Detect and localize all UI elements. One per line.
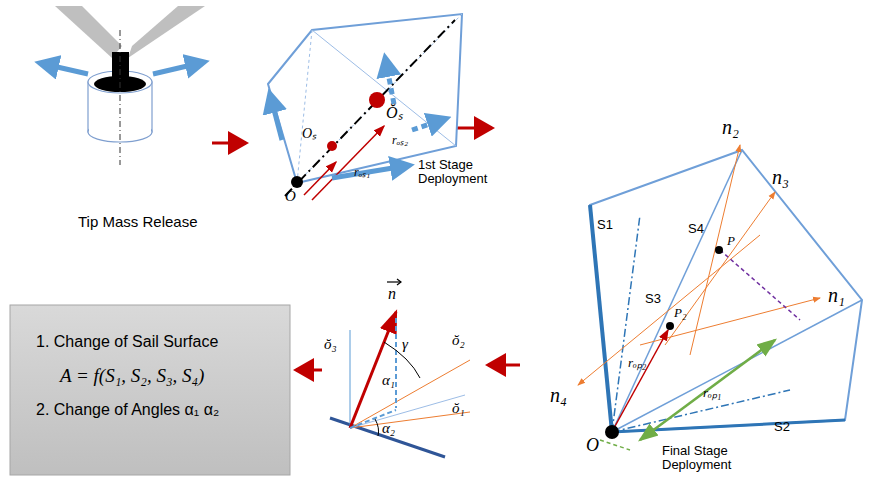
angle-label: α₁: [382, 372, 395, 389]
point-label: Oₛ: [302, 126, 316, 141]
point-label: Ŏₛ: [386, 104, 403, 122]
axis-label: ŏ₂: [452, 332, 465, 349]
surface-label: S4: [688, 222, 704, 236]
summary-box: 1. Change of Sail Surface A = f(S₁, S₂, S…: [10, 305, 290, 475]
point-label: P: [727, 234, 735, 248]
caption-label: Tip Mass Release: [78, 214, 198, 231]
axis-label: ŏ₃: [324, 336, 337, 353]
point-label: O: [586, 436, 599, 456]
dimension-label: rₒₛ₁: [354, 166, 370, 179]
angle-label: γ: [402, 336, 408, 353]
vector-label: n: [388, 285, 396, 303]
normal-label: n₂: [722, 116, 739, 138]
caption-label: 1st Stage Deployment: [418, 158, 492, 187]
normal-label: n₄: [550, 384, 567, 406]
dimension-label: rₒₛ₂: [392, 134, 408, 147]
formula-text: A = f(S₁, S₂, S₃, S₄): [60, 365, 204, 387]
angle-label: α₂: [382, 420, 395, 437]
point-label: P₂: [674, 306, 686, 320]
axis-label: ŏ₁: [452, 400, 465, 417]
dimension-label: rₒₚ₁: [703, 386, 721, 400]
normal-label: n₃: [772, 166, 789, 188]
surface-label: S2: [774, 420, 790, 434]
summary-text: 1. Change of Sail Surface: [36, 333, 218, 351]
surface-label: S3: [645, 292, 661, 306]
summary-text: 2. Change of Angles α₁ α₂: [36, 401, 219, 419]
surface-label: S1: [597, 218, 613, 232]
normal-label: n₁: [828, 284, 845, 306]
point-label: O: [285, 188, 296, 205]
caption-label: Final Stage Deployment: [662, 444, 772, 473]
dimension-label: rₒₚ₂: [628, 356, 646, 370]
